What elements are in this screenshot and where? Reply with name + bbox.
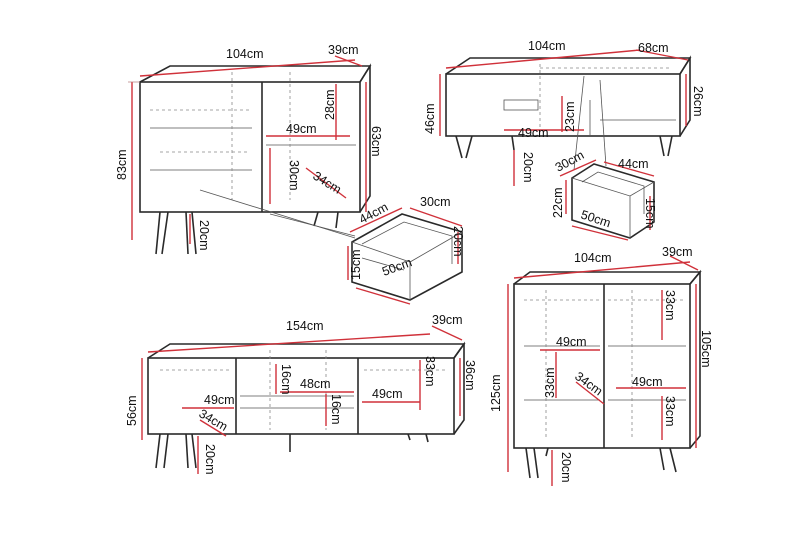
tv-bench-right-width-label: 49cm <box>372 387 403 401</box>
tv-bench-depth-label: 39cm <box>432 313 463 327</box>
sideboard-height-label: 83cm <box>115 149 129 180</box>
cabinet-leg-label: 20cm <box>559 452 573 483</box>
sideboard-inner-height-label: 30cm <box>287 160 301 191</box>
tv-bench-height-label: 56cm <box>125 395 139 426</box>
tv-bench-mid-top-label: 16cm <box>279 364 293 395</box>
coffee-drawer-depth-label: 44cm <box>618 157 649 171</box>
sideboard-drawer-drawing: 44cm 30cm 50cm 15cm 20cm <box>347 195 465 305</box>
tv-bench-left-depth-label: 34cm <box>197 406 230 433</box>
sideboard-shelf-height-label: 28cm <box>323 89 337 120</box>
cabinet-left-height-label: 33cm <box>543 367 557 398</box>
tv-bench-width-label: 154cm <box>286 319 324 333</box>
cabinet-left-width-label: 49cm <box>556 335 587 349</box>
sideboard-depth-label: 39cm <box>328 43 359 57</box>
tv-bench-leg-label: 20cm <box>203 444 217 475</box>
coffee-table-width-label: 104cm <box>528 39 566 53</box>
tv-bench-left-width-label: 49cm <box>204 393 235 407</box>
sideboard-inner-depth-label: 34cm <box>310 169 343 197</box>
cabinet-bottom-shelf-label: 33cm <box>663 396 677 427</box>
tv-bench-body-height-label: 36cm <box>463 360 477 391</box>
coffee-table-leg-label: 20cm <box>521 152 535 183</box>
coffee-table-inner-height-label: 23cm <box>563 101 577 132</box>
sideboard-body-height-label: 63cm <box>369 126 383 157</box>
sideboard-drawing: 104cm 39cm 83cm 63cm 28cm 49cm 30cm 34cm… <box>115 43 383 255</box>
cabinet-inner-depth-label: 34cm <box>572 369 605 398</box>
cabinet-depth-label: 39cm <box>662 245 693 259</box>
tv-bench-drawing: 154cm 39cm 56cm 36cm 49cm 34cm 16cm 48cm… <box>125 313 477 475</box>
tv-bench-right-height-label: 33cm <box>423 356 437 387</box>
sideboard-shelf-width-label: 49cm <box>286 122 317 136</box>
cabinet-right-width-label: 49cm <box>632 375 663 389</box>
sideboard-drawer-width-label: 50cm <box>380 255 414 279</box>
cabinet-drawing: 104cm 39cm 125cm 105cm 33cm 49cm 33cm 34… <box>489 245 713 486</box>
sideboard-drawer-height-label: 15cm <box>349 249 363 280</box>
sideboard-drawer-front-label: 30cm <box>420 195 451 209</box>
coffee-table-drawing: 104cm 68cm 46cm 26cm 49cm 23cm 20cm <box>423 39 705 186</box>
coffee-table-body-height-label: 26cm <box>691 86 705 117</box>
coffee-drawer-side-label: 15cm <box>643 198 657 229</box>
coffee-drawer-drawing: 30cm 44cm 22cm 50cm 15cm <box>551 148 657 241</box>
sideboard-drawer-side-label: 20cm <box>451 226 465 257</box>
cabinet-top-shelf-label: 33cm <box>663 290 677 321</box>
coffee-table-inner-width-label: 49cm <box>518 126 549 140</box>
coffee-drawer-height-label: 22cm <box>551 187 565 218</box>
coffee-table-depth-label: 68cm <box>638 41 669 55</box>
tv-bench-mid-width-label: 48cm <box>300 377 331 391</box>
sideboard-leg-label: 20cm <box>197 220 211 251</box>
tv-bench-mid-bottom-label: 16cm <box>329 394 343 425</box>
coffee-drawer-front-label: 30cm <box>553 148 587 175</box>
coffee-table-height-label: 46cm <box>423 103 437 134</box>
sideboard-width-label: 104cm <box>226 47 264 61</box>
cabinet-width-label: 104cm <box>574 251 612 265</box>
cabinet-height-label: 125cm <box>489 374 503 412</box>
cabinet-body-height-label: 105cm <box>699 330 713 368</box>
